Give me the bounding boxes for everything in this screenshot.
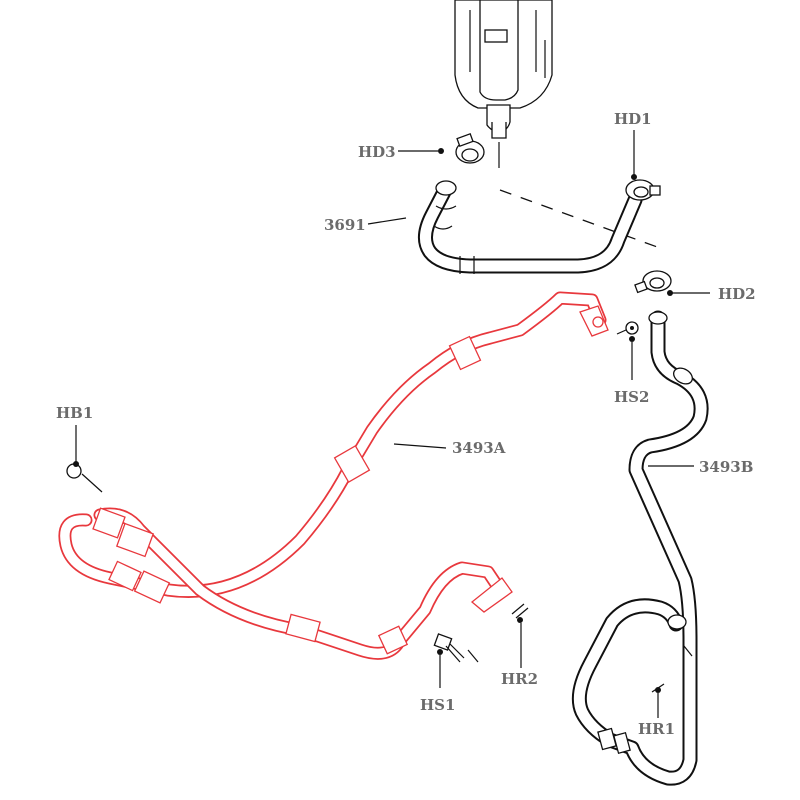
label-hd2: HD2 [718, 285, 756, 303]
hose-3691 [418, 180, 643, 274]
hose-3493b [571, 310, 709, 786]
label-3691: 3691 [324, 216, 366, 234]
label-hr1: HR1 [638, 720, 675, 738]
label-hd1: HD1 [614, 110, 652, 128]
reservoir [454, 0, 553, 168]
clamp-hd3 [438, 133, 485, 164]
screw-hs1 [433, 633, 479, 663]
label-hs2: HS2 [614, 388, 649, 406]
hose-3493a [58, 291, 609, 660]
label-hd3: HD3 [358, 143, 396, 161]
clamp-hd1 [625, 174, 661, 201]
screw-hs2 [616, 321, 639, 342]
label-hb1: HB1 [56, 404, 93, 422]
alignment-dashed-line [499, 189, 661, 249]
leader-lines [75, 130, 710, 718]
label-3493a: 3493A [452, 439, 506, 457]
clamp-hd2 [634, 270, 673, 296]
label-3493b: 3493B [699, 458, 753, 476]
rivet-hr1 [651, 683, 665, 693]
label-hs1: HS1 [420, 696, 455, 714]
bolt-hb1 [66, 461, 103, 493]
label-hr2: HR2 [501, 670, 538, 688]
rivet-hr2 [511, 603, 529, 623]
